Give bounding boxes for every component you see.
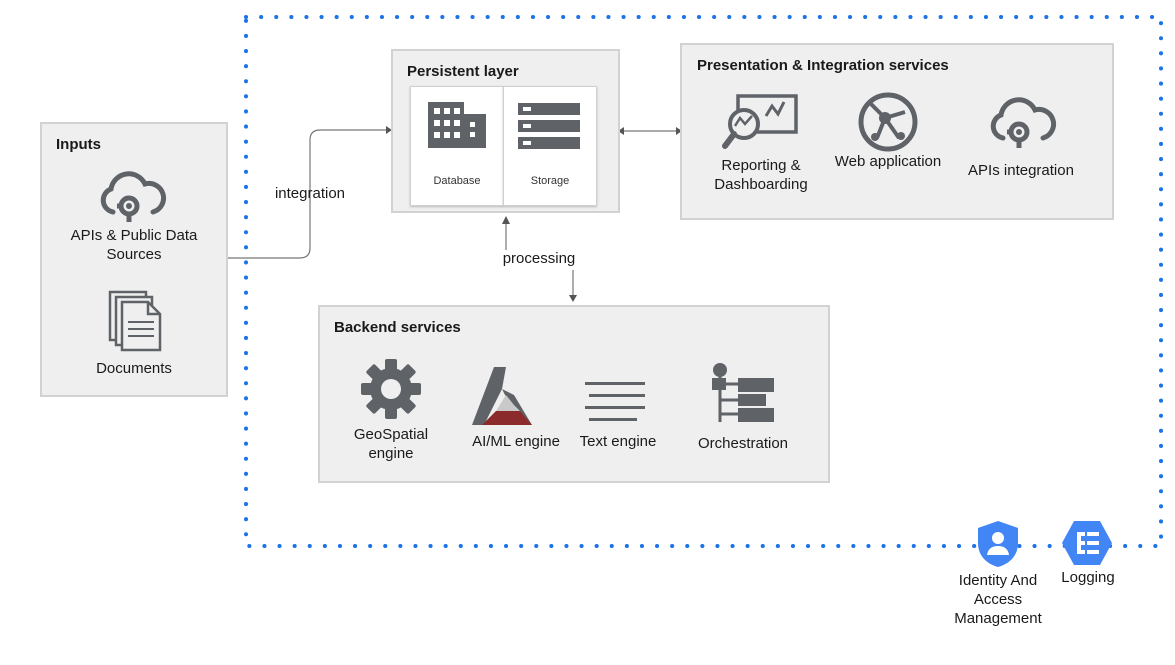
- logging-icon: [1062, 521, 1112, 565]
- geospatial-label: GeoSpatial engine: [353, 426, 429, 462]
- reporting-dashboard-icon: [722, 94, 798, 149]
- database-building-icon: [428, 102, 486, 148]
- persistent-title: Persistent layer: [407, 63, 519, 80]
- integration-arrow: [228, 129, 386, 259]
- web-application-label: Web application: [834, 153, 942, 170]
- identity-shield-icon: [978, 521, 1018, 567]
- gear-icon: [361, 359, 421, 419]
- storage-label: Storage: [530, 175, 570, 187]
- reporting-label: Reporting & Dashboarding: [714, 157, 808, 193]
- backend-title: Backend services: [334, 319, 461, 336]
- logging-label: Logging: [1061, 569, 1115, 586]
- iam-label: Identity And Access Management: [954, 572, 1042, 627]
- apis-integration-label: APIs integration: [968, 162, 1074, 179]
- text-engine-label: Text engine: [579, 433, 657, 450]
- cloud-api-icon: [100, 171, 167, 222]
- processing-label: processing: [502, 250, 576, 267]
- orchestration-label: Orchestration: [697, 435, 789, 452]
- ai-ml-label: AI/ML engine: [472, 433, 560, 450]
- inputs-apis-label: APIs & Public Data Sources: [70, 227, 198, 263]
- apis-integration-cloud-icon: [990, 97, 1057, 148]
- presentation-title: Presentation & Integration services: [697, 57, 949, 74]
- documents-icon: [108, 290, 162, 352]
- inputs-title: Inputs: [56, 136, 101, 153]
- integration-label: integration: [274, 185, 346, 202]
- storage-icon: [518, 103, 580, 149]
- inputs-documents-label: Documents: [96, 360, 172, 377]
- system-boundary: [244, 15, 1163, 548]
- orchestration-icon: [712, 363, 774, 422]
- database-label: Database: [433, 175, 481, 187]
- text-engine-icon: [585, 382, 645, 421]
- ai-ml-engine-icon: [472, 367, 532, 425]
- web-application-icon: [858, 92, 918, 152]
